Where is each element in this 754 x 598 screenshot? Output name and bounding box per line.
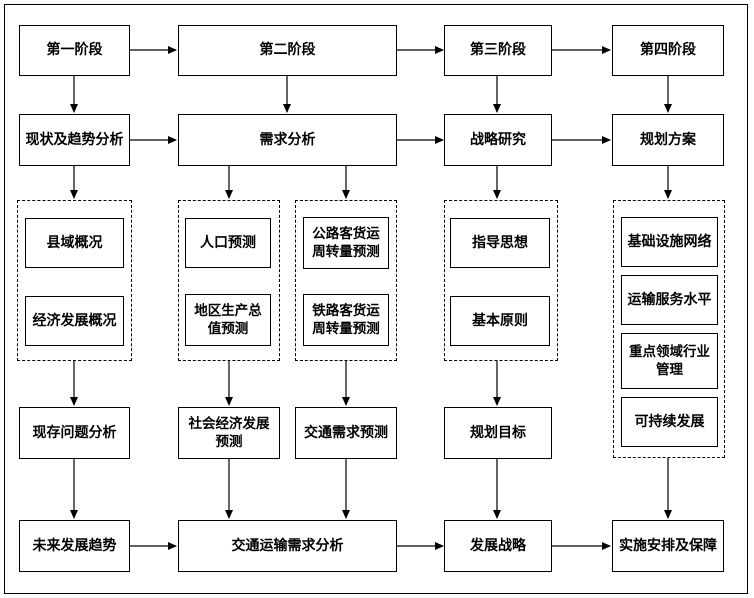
road-volume-forecast-box: 公路客货运周转量预测	[303, 217, 389, 269]
plan-scheme-box: 规划方案	[612, 114, 724, 166]
sustainable-development-box: 可持续发展	[621, 397, 718, 447]
gdp-forecast-box: 地区生产总值预测	[185, 294, 271, 346]
stage-3-box: 第三阶段	[444, 25, 552, 76]
current-trend-analysis-box: 现状及趋势分析	[19, 114, 130, 166]
stage-2-box: 第二阶段	[178, 25, 397, 76]
transport-demand-analysis-box: 交通运输需求分析	[178, 520, 397, 572]
basic-principles-box: 基本原则	[450, 296, 550, 346]
stage-1-box: 第一阶段	[19, 25, 130, 76]
future-trend-box: 未来发展趋势	[19, 520, 130, 572]
existing-problems-box: 现存问题分析	[19, 407, 130, 459]
group-guiding-principles	[444, 200, 558, 361]
county-overview-box: 县域概况	[25, 218, 124, 268]
stage-4-box: 第四阶段	[612, 25, 724, 76]
development-strategy-box: 发展战略	[444, 520, 552, 572]
group-plan-contents	[613, 200, 725, 458]
guiding-ideology-box: 指导思想	[450, 218, 550, 268]
group-population-gdp	[178, 200, 280, 361]
demand-analysis-box: 需求分析	[178, 114, 397, 166]
economic-overview-box: 经济发展概况	[25, 296, 124, 346]
outer-frame	[4, 4, 748, 594]
socio-economic-forecast-box: 社会经济发展预测	[178, 407, 280, 459]
population-forecast-box: 人口预测	[185, 218, 271, 268]
group-county-overview	[17, 200, 132, 361]
planning-goal-box: 规划目标	[444, 407, 552, 459]
infrastructure-network-box: 基础设施网络	[621, 217, 718, 267]
implementation-box: 实施安排及保障	[612, 520, 724, 572]
key-industry-management-box: 重点领域行业管理	[621, 333, 718, 389]
strategy-study-box: 战略研究	[444, 114, 552, 166]
group-road-rail	[295, 200, 397, 361]
traffic-demand-forecast-box: 交通需求预测	[295, 407, 397, 459]
service-level-box: 运输服务水平	[621, 275, 718, 325]
rail-volume-forecast-box: 铁路客货运周转量预测	[303, 294, 389, 346]
